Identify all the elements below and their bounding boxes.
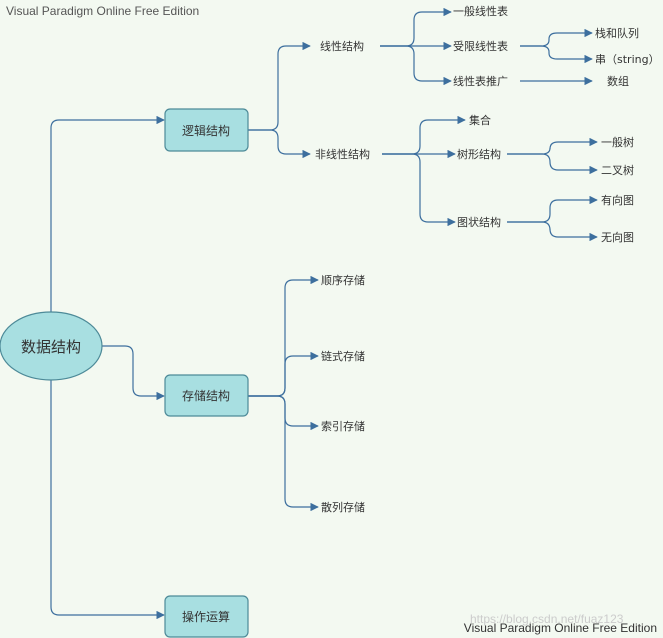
connector-nonlinear-set	[382, 115, 466, 155]
connector-root-operations	[50, 380, 165, 620]
string-label[interactable]: 串（string）	[595, 53, 660, 66]
sequential-storage-label[interactable]: 顺序存储	[321, 273, 365, 287]
logical-structure-label: 逻辑结构	[182, 123, 230, 138]
connector-root-storage	[101, 345, 165, 401]
connector-restricted-string	[520, 45, 593, 64]
connector-root-logical	[50, 115, 165, 314]
binary-tree-label[interactable]: 二叉树	[601, 163, 634, 177]
connector-linear-general	[380, 7, 452, 47]
set-label[interactable]: 集合	[469, 113, 491, 127]
operations-label: 操作运算	[182, 609, 230, 624]
tree-structure-label[interactable]: 树形结构	[457, 147, 501, 161]
array-label[interactable]: 数组	[607, 74, 629, 88]
connector-nonlinear-graph	[382, 153, 456, 227]
connector-storage-hashed	[248, 395, 319, 512]
linear-list-extension-label[interactable]: 线性表推广	[453, 74, 508, 88]
connector-storage-indexed	[248, 395, 319, 431]
storage-structure-label: 存储结构	[182, 388, 230, 403]
watermark-top: Visual Paradigm Online Free Edition	[6, 4, 200, 18]
connector-logical-nonlinear	[248, 129, 311, 159]
general-tree-label[interactable]: 一般树	[601, 135, 634, 149]
hashed-storage-label[interactable]: 散列存储	[321, 500, 365, 514]
connector-logical-linear	[248, 41, 311, 131]
watermark-faint-url: https://blog.csdn.net/fuaz123	[470, 612, 624, 626]
root-node[interactable]: 数据结构	[0, 311, 103, 381]
connector-linear-extended	[380, 45, 452, 86]
stack-queue-label[interactable]: 栈和队列	[595, 26, 639, 40]
logical-structure-node[interactable]: 逻辑结构	[164, 108, 249, 152]
connector-tree-general	[507, 137, 598, 155]
root-label: 数据结构	[21, 338, 81, 356]
connector-tree-binary	[507, 153, 598, 175]
undirected-graph-label[interactable]: 无向图	[601, 230, 634, 244]
nonlinear-structure-label[interactable]: 非线性结构	[315, 147, 370, 161]
connectors	[50, 7, 598, 620]
linked-storage-label[interactable]: 链式存储	[321, 349, 365, 363]
connector-graph-undirected	[507, 221, 598, 242]
storage-structure-node[interactable]: 存储结构	[164, 374, 249, 417]
connector-storage-linked	[248, 351, 319, 397]
indexed-storage-label[interactable]: 索引存储	[321, 419, 365, 433]
connector-graph-directed	[507, 195, 598, 223]
connector-storage-sequential	[248, 275, 319, 397]
operations-node[interactable]: 操作运算	[164, 595, 249, 638]
graph-structure-label[interactable]: 图状结构	[457, 215, 501, 229]
general-linear-list-label[interactable]: 一般线性表	[453, 4, 508, 18]
restricted-linear-list-label[interactable]: 受限线性表	[453, 39, 508, 53]
watermark-bottom: Visual Paradigm Online Free Edition	[463, 621, 657, 635]
directed-graph-label[interactable]: 有向图	[601, 193, 634, 207]
connector-restricted-stackqueue	[520, 28, 593, 47]
linear-structure-label[interactable]: 线性结构	[320, 39, 364, 53]
